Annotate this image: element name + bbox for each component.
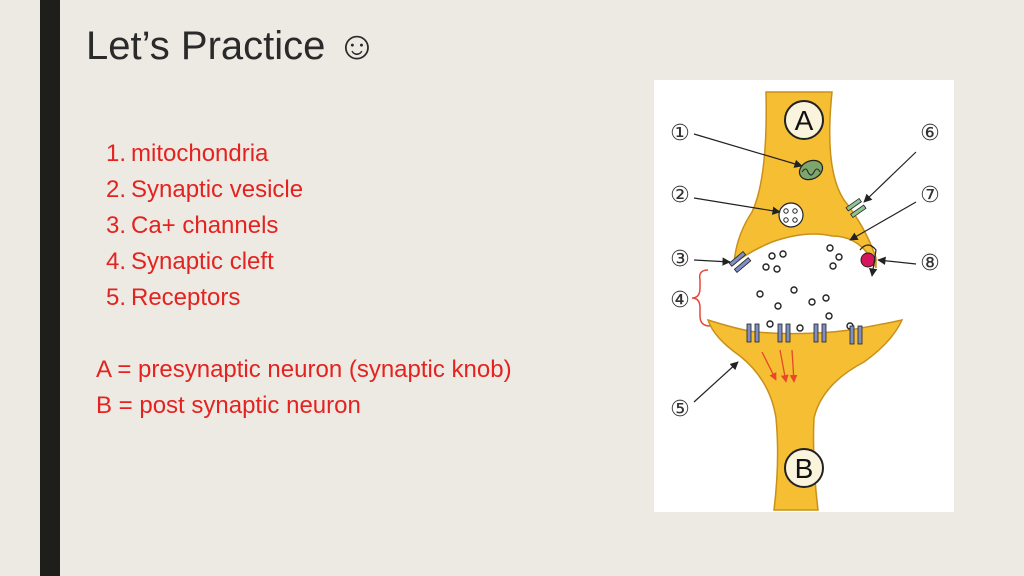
slide-accent-bar [40, 0, 60, 576]
leader-lines [693, 133, 917, 403]
terms-list: 1.mitochondria 2.Synaptic vesicle 3.Ca+ … [96, 136, 303, 316]
list-item: 2.Synaptic vesicle [96, 172, 303, 208]
list-number: 2. [105, 176, 126, 203]
list-number: 1. [105, 140, 126, 167]
slide-title: Let’s Practice ☺ [86, 24, 378, 68]
synapse-diagram: A B [654, 80, 954, 512]
cleft-brace [691, 269, 711, 327]
synaptic-vesicle-shape [778, 202, 804, 228]
definition-b: B = post synaptic neuron [96, 392, 361, 419]
green-channel-shape [845, 197, 867, 219]
callout-7: ⑦ [920, 183, 940, 208]
neuron-b-label: B [795, 453, 814, 484]
released-vesicles [756, 244, 854, 332]
list-item: 4.Synaptic cleft [96, 244, 303, 280]
term-mitochondria: mitochondria [131, 140, 269, 167]
list-number: 3. [105, 212, 126, 239]
neuron-a-badge [784, 100, 824, 140]
reuptake-arrow [859, 244, 878, 277]
callout-3: ③ [670, 247, 690, 272]
presynaptic-neuron [733, 91, 877, 269]
ion-flow-arrows [761, 349, 798, 383]
calcium-channel-shape [728, 251, 752, 273]
callout-2: ② [670, 183, 690, 208]
mitochondrion-shape [798, 159, 824, 181]
postsynaptic-neuron [706, 318, 904, 511]
callout-5: ⑤ [670, 397, 690, 422]
callout-8: ⑧ [920, 251, 940, 276]
term-receptors: Receptors [131, 284, 241, 311]
neuron-a-label: A [795, 105, 814, 136]
neuron-b-badge [784, 448, 824, 488]
term-synaptic-vesicle: Synaptic vesicle [131, 176, 304, 203]
callout-1: ① [670, 121, 690, 146]
list-item: 3.Ca+ channels [96, 208, 303, 244]
list-number: 5. [105, 284, 126, 311]
callout-6: ⑥ [920, 121, 940, 146]
callout-4: ④ [670, 288, 690, 313]
receptor-shapes [746, 323, 863, 345]
pump-shape [860, 252, 876, 268]
list-item: 1.mitochondria [96, 136, 303, 172]
term-synaptic-cleft: Synaptic cleft [131, 248, 274, 275]
list-item: 5.Receptors [96, 280, 303, 316]
list-number: 4. [105, 248, 126, 275]
synaptic-cleft-region [712, 240, 900, 330]
definition-a: A = presynaptic neuron (synaptic knob) [96, 356, 512, 383]
term-ca-channels: Ca+ channels [131, 212, 279, 239]
definitions: A = presynaptic neuron (synaptic knob) B… [96, 352, 512, 424]
